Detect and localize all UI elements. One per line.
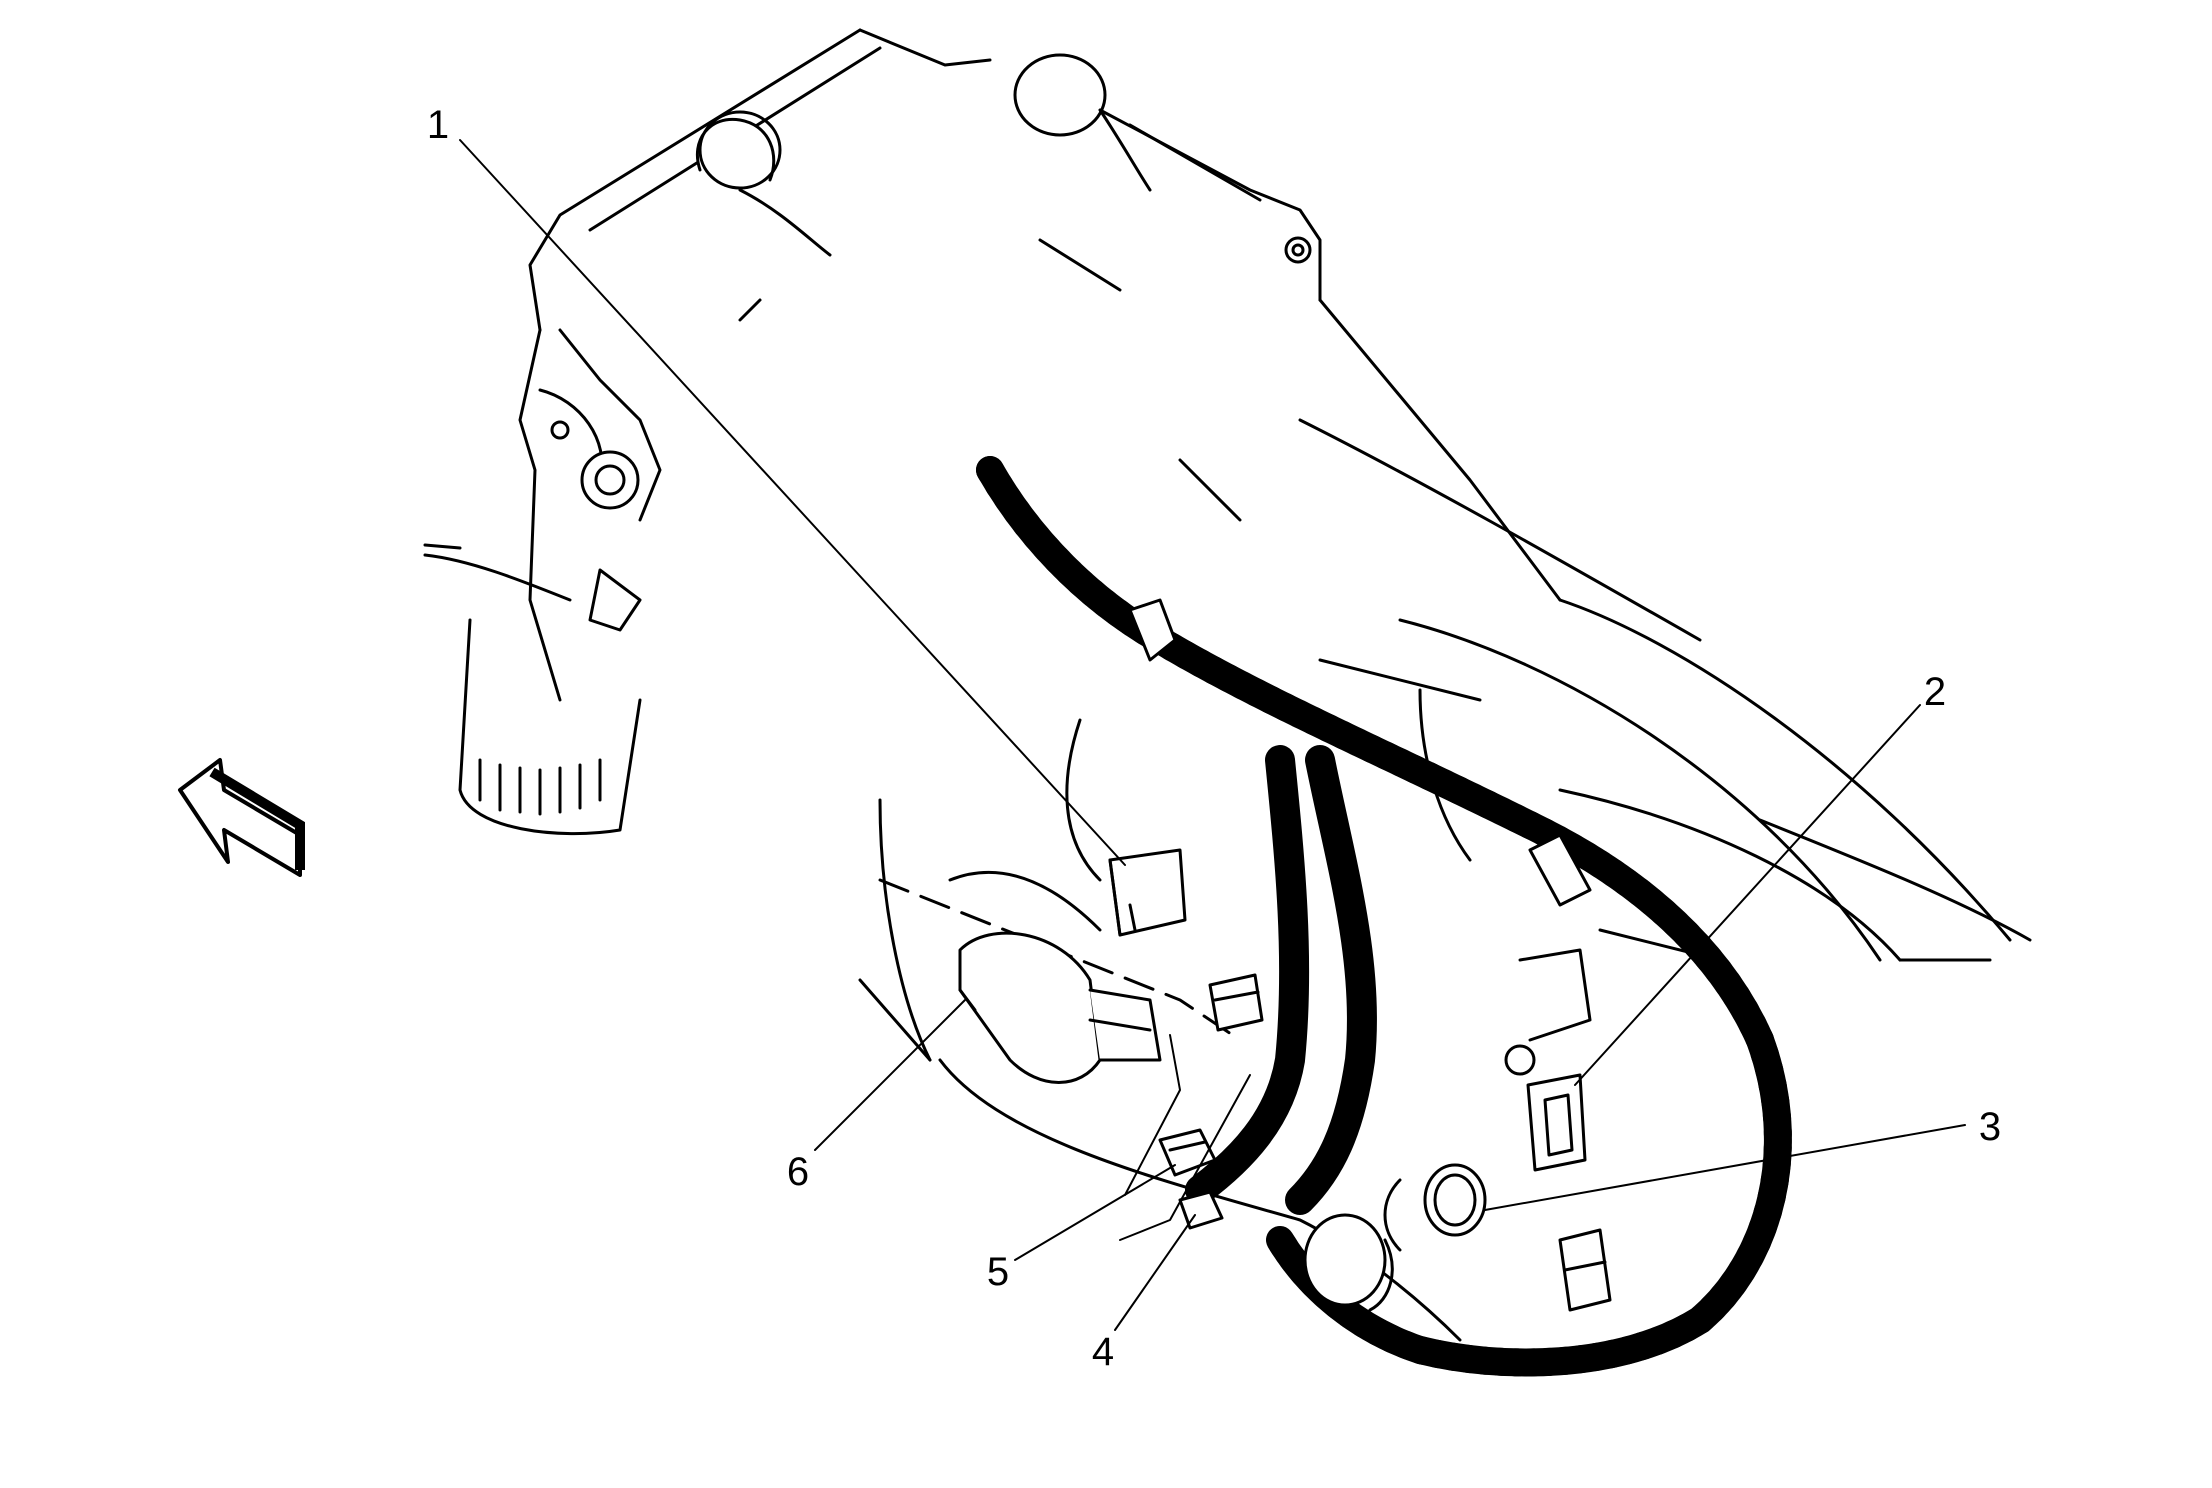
speed-sensor-connector bbox=[1558, 1228, 1612, 1312]
wiring-harness bbox=[976, 456, 1792, 1377]
callout-label-3: 3 bbox=[1979, 1105, 2001, 1149]
callout-label-2: 2 bbox=[1924, 670, 1946, 714]
leader-line-4 bbox=[1114, 1214, 1196, 1331]
leader-line-3 bbox=[1484, 1124, 1966, 1211]
callout-label-6: 6 bbox=[787, 1150, 809, 1194]
callout-label-1: 1 bbox=[427, 103, 449, 147]
component-6-switch bbox=[958, 931, 1162, 1084]
leader-bracket-6 bbox=[1124, 1034, 1181, 1196]
leader-line-6 bbox=[814, 999, 966, 1151]
oil-filter bbox=[423, 543, 642, 836]
callout-label-4: 4 bbox=[1092, 1330, 1114, 1374]
component-1-connector bbox=[1108, 848, 1187, 937]
leader-line-5 bbox=[1014, 1164, 1176, 1261]
leader-line-1 bbox=[459, 139, 1126, 866]
connector-near-harness bbox=[1208, 973, 1264, 1032]
leader-bracket-4-5 bbox=[1119, 1074, 1251, 1241]
leader-lines bbox=[459, 139, 1966, 1331]
mount-bracket bbox=[1504, 948, 1592, 1076]
component-4-connector bbox=[1178, 1190, 1224, 1230]
arrow-up-left-icon bbox=[178, 758, 305, 877]
leader-line-2 bbox=[1574, 704, 1921, 1086]
transmission-case bbox=[518, 28, 2032, 1342]
component-2-sensor bbox=[1526, 1073, 1587, 1172]
mount-bosses bbox=[550, 53, 1312, 632]
callout-labels: 1 2 3 4 5 6 bbox=[427, 103, 2001, 1374]
callout-label-5: 5 bbox=[987, 1250, 1009, 1294]
component-3-sensor bbox=[1303, 1163, 1487, 1312]
